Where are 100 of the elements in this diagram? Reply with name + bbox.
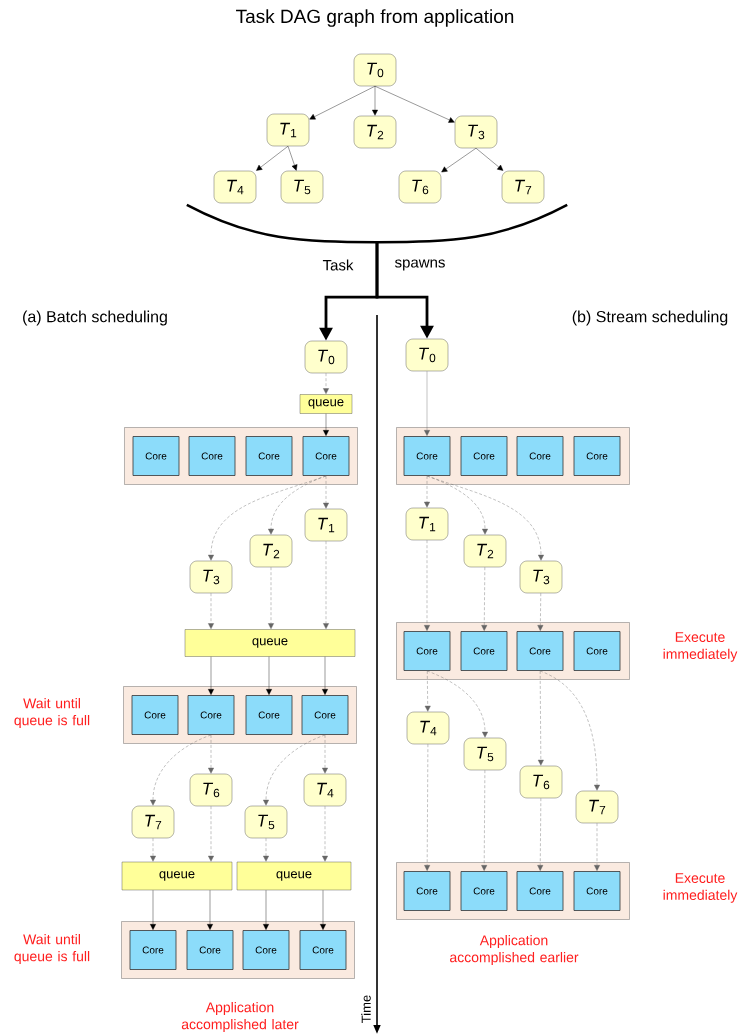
bracket-arc [186, 203, 568, 244]
note-text: Execute immediately [663, 873, 738, 903]
arrow [426, 475, 488, 535]
task-box: T$_{6}$ [398, 170, 442, 204]
arrow [537, 798, 544, 871]
core-box: Core [573, 436, 621, 476]
arrow [537, 670, 544, 766]
core-box: Core [460, 436, 508, 476]
arrow [537, 593, 544, 631]
task-box: T$_{5}$ [463, 737, 507, 771]
task-box: T$_{3}$ [189, 560, 233, 594]
task-box: T$_{6}$ [519, 765, 563, 799]
arrow [322, 806, 328, 862]
arrow [426, 475, 544, 561]
arrow [268, 567, 274, 630]
spawn-label: spawns [395, 259, 445, 271]
note-text: Application accomplished later [181, 1002, 299, 1033]
arrow [323, 413, 329, 436]
arrow [426, 670, 488, 738]
arrow [441, 148, 477, 173]
task-box: T$_{2}$ [353, 115, 397, 149]
note-text: Wait until queue is full [14, 934, 90, 965]
core-box: Core [403, 871, 451, 911]
task-box: T$_{3}$ [519, 560, 563, 594]
task-box: T$_{0}$ [304, 340, 348, 374]
task-box: T$_{0}$ [353, 53, 397, 87]
arrow [320, 890, 326, 930]
task-box: T$_{1}$ [405, 507, 449, 541]
queue-box: queue [121, 861, 233, 891]
arrow [150, 890, 156, 930]
task-box: T$_{3}$ [454, 115, 498, 149]
core-box: Core [301, 695, 349, 735]
arrow [208, 806, 214, 862]
core-box: Core [460, 871, 508, 911]
queue-box: queue [236, 861, 352, 891]
task-box: T$_{5}$ [280, 170, 324, 204]
core-box: Core [516, 871, 564, 911]
core-box: Core [186, 930, 234, 970]
queue-box: queue [184, 629, 356, 657]
arrow [322, 656, 328, 695]
core-box: Core [403, 631, 451, 671]
note-text: Execute immediately [663, 632, 738, 662]
core-box: Core [131, 695, 179, 735]
core-box: Core [187, 695, 235, 735]
task-box: T$_{0}$ [405, 338, 449, 372]
task-box: T$_{4}$ [213, 170, 257, 204]
arrow [208, 593, 214, 630]
task-box: T$_{2}$ [463, 534, 507, 568]
task-box: T$_{2}$ [249, 534, 293, 568]
section-heading: (b) Stream scheduling [572, 310, 728, 326]
title: Task DAG graph from application [236, 9, 514, 27]
arrow [268, 475, 327, 535]
core-box: Core [188, 436, 236, 476]
arrow [309, 86, 376, 120]
arrow [372, 86, 378, 116]
arrow [256, 146, 289, 171]
task-box: T$_{5}$ [244, 805, 288, 839]
core-box: Core [573, 871, 621, 911]
core-box: Core [302, 436, 350, 476]
task-box: T$_{1}$ [304, 508, 348, 542]
arrow [323, 373, 329, 395]
arrow [266, 656, 272, 695]
core-box: Core [516, 631, 564, 671]
arrow [424, 744, 431, 871]
spawn-label: Task [322, 259, 354, 271]
arrow [207, 890, 213, 930]
arrow [539, 670, 600, 791]
arrow [208, 475, 327, 561]
task-box: T$_{4}$ [406, 711, 450, 745]
core-box: Core [129, 930, 177, 970]
arrow [150, 838, 156, 862]
core-box: Core [132, 436, 180, 476]
core-box: Core [299, 930, 347, 970]
core-box: Core [245, 695, 293, 735]
arrow [150, 734, 212, 806]
arrow [263, 890, 269, 930]
arrow [475, 148, 504, 171]
arrow [424, 670, 431, 712]
task-box: T$_{6}$ [189, 773, 233, 807]
task-box: T$_{1}$ [266, 113, 310, 147]
arrow [208, 656, 214, 695]
arrow [287, 146, 298, 171]
arrow [594, 823, 600, 871]
arrow [374, 86, 455, 123]
note-text: Application accomplished earlier [450, 935, 579, 966]
arrow [424, 540, 430, 631]
axis-label: Time [361, 995, 371, 1023]
arrow [323, 541, 329, 630]
task-box: T$_{7}$ [501, 170, 545, 204]
queue-box: queue [299, 394, 353, 414]
arrow [263, 734, 326, 806]
arrow [322, 734, 328, 774]
arrow [263, 838, 269, 862]
core-box: Core [516, 436, 564, 476]
task-box: T$_{4}$ [303, 773, 347, 807]
arrow [323, 475, 329, 509]
core-box: Core [403, 436, 451, 476]
task-box: T$_{7}$ [575, 790, 619, 824]
core-box: Core [242, 930, 290, 970]
section-heading: (a) Batch scheduling [23, 310, 167, 326]
